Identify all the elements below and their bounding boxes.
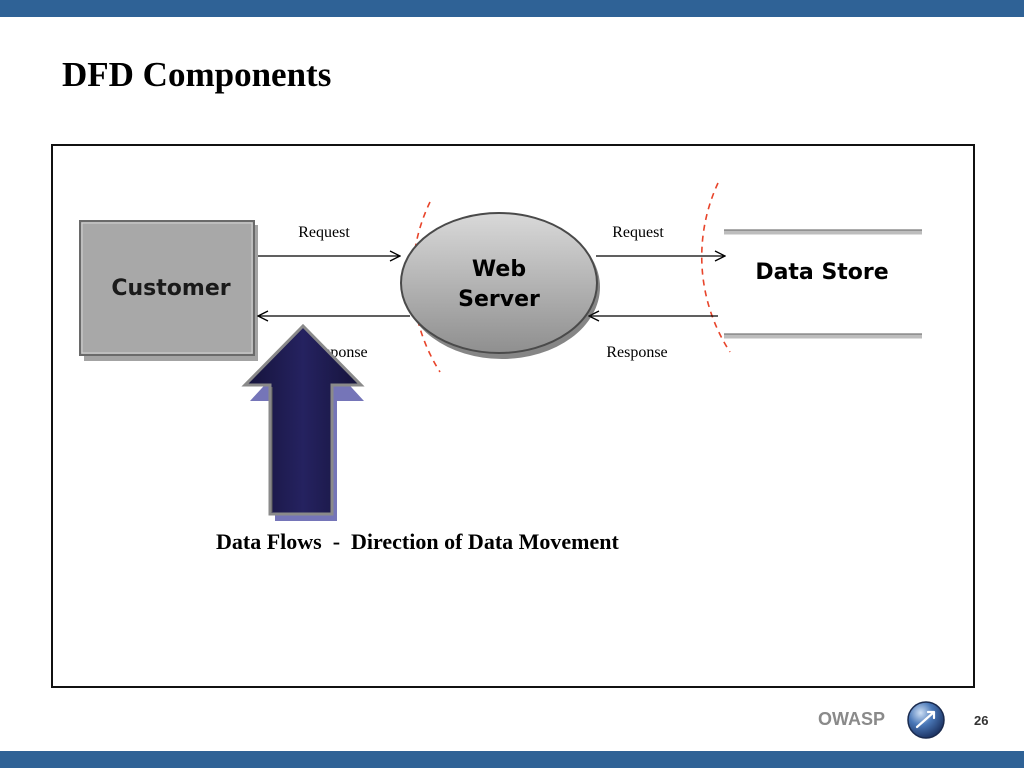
data-store-label: Data Store <box>755 260 888 285</box>
web-server-label-line2: Server <box>458 287 540 312</box>
owasp-logo-icon <box>907 701 945 739</box>
diagram-frame <box>51 144 975 688</box>
slide-title: DFD Components <box>62 55 332 94</box>
top-accent-bar <box>0 0 1024 17</box>
right-request-label: Request <box>612 224 664 241</box>
customer-entity: Customer <box>79 220 258 361</box>
right-response-label: Response <box>606 344 667 361</box>
data-store: Data Store <box>724 229 922 339</box>
web-server-label-line1: Web <box>472 257 526 282</box>
bottom-accent-bar <box>0 751 1024 768</box>
left-request-label: Request <box>298 224 350 241</box>
diagram-caption: Data Flows - Direction of Data Movement <box>216 529 619 554</box>
web-server-process: Web Server <box>400 212 600 359</box>
up-arrow-icon <box>241 323 365 521</box>
owasp-wordmark: OWASP <box>818 709 886 729</box>
trust-boundary-right <box>700 182 731 353</box>
customer-label: Customer <box>111 276 230 301</box>
page-number: 26 <box>974 713 989 728</box>
